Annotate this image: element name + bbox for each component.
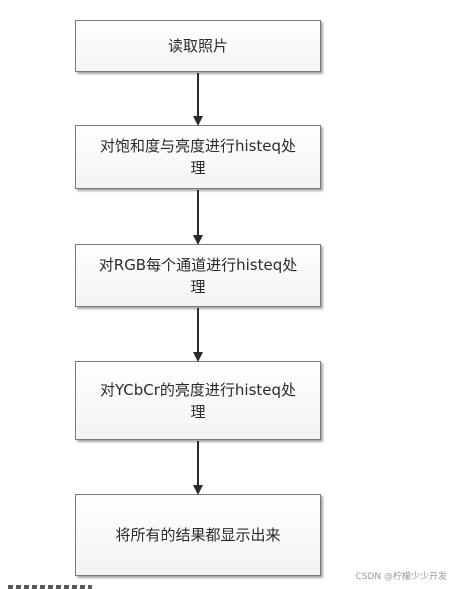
flow-node-display-results: 将所有的结果都显示出来 — [75, 494, 321, 576]
cutoff-text-fragment — [8, 584, 92, 589]
node-text-line: 将所有的结果都显示出来 — [115, 526, 281, 544]
flow-node-read-photo: 读取照片 — [75, 20, 321, 72]
flow-node-rgb-channels: 对RGB每个通道进行histeq处 理 — [75, 244, 321, 307]
node-text-line: 读取照片 — [167, 37, 228, 55]
node-text-line: 理 — [190, 402, 206, 421]
node-text-line: 理 — [190, 159, 206, 177]
node-text-line: 对RGB每个通道进行histeq处 — [98, 255, 298, 274]
flow-node-saturation-brightness: 对饱和度与亮度进行histeq处 理 — [75, 125, 321, 189]
node-text-line: 理 — [190, 277, 206, 296]
node-text-line: 对饱和度与亮度进行histeq处 — [99, 137, 297, 155]
watermark: CSDN @柠檬少少开发 — [355, 572, 447, 582]
node-text-line: 对YCbCr的亮度进行histeq处 — [99, 380, 297, 399]
